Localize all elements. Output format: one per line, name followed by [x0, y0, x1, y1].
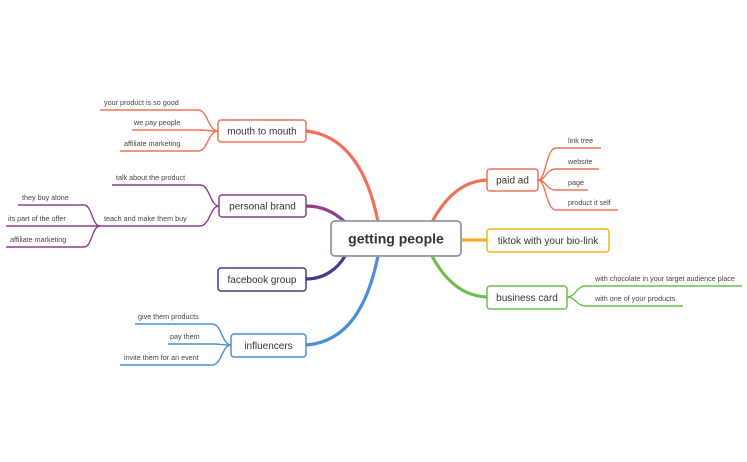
- leaf-with-chocolate: with chocolate in your target audience p…: [594, 274, 735, 283]
- node-tiktok[interactable]: tiktok with your bio-link: [486, 228, 610, 253]
- node-mouth-to-mouth-label: mouth to mouth: [227, 127, 296, 138]
- node-business-card[interactable]: business card: [486, 285, 568, 310]
- leaf-affiliate-marketing-2: affiliate marketing: [10, 235, 66, 244]
- connector-facebook-group: [305, 255, 347, 281]
- node-mouth-to-mouth[interactable]: mouth to mouth: [217, 119, 307, 143]
- paid-ad-leaves: [537, 147, 618, 211]
- leaf-invite-them-for-an-event: invite them for an event: [124, 353, 199, 362]
- node-personal-brand-label: personal brand: [229, 202, 296, 213]
- leaf-affiliate-marketing: affiliate marketing: [124, 139, 180, 148]
- connector-influencers: [305, 255, 380, 347]
- leaf-link-tree: link tree: [568, 136, 593, 145]
- leaf-your-product-is-so-good: your product is so good: [104, 98, 179, 107]
- node-facebook-group[interactable]: facebook group: [217, 267, 307, 292]
- leaf-pay-them: pay them: [170, 332, 200, 341]
- personal-brand-leaves: [6, 184, 220, 248]
- leaf-give-them-products: give them products: [138, 312, 199, 321]
- central-node-label: getting people: [348, 231, 444, 247]
- leaf-its-part-of-the-offer: its part of the offer: [8, 214, 66, 223]
- central-node[interactable]: getting people: [330, 220, 462, 257]
- connector-personal-brand: [305, 204, 347, 224]
- business-card-leaves: [566, 285, 742, 307]
- node-tiktok-label: tiktok with your bio-link: [498, 236, 600, 247]
- connector-business-card: [430, 255, 488, 299]
- node-influencers-label: influencers: [244, 341, 292, 352]
- influencers-leaves: [120, 323, 232, 366]
- connector-paid-ad: [430, 178, 488, 223]
- leaf-with-one-of-your-products: with one of your products: [594, 294, 676, 303]
- leaf-teach-and-make-them-buy: teach and make them buy: [104, 214, 187, 223]
- connector-mouth-to-mouth: [305, 129, 380, 223]
- node-influencers[interactable]: influencers: [230, 333, 307, 358]
- node-business-card-label: business card: [496, 293, 558, 304]
- node-paid-ad-label: paid ad: [496, 176, 529, 187]
- leaf-they-buy-alone: they buy alone: [22, 193, 69, 202]
- mouth-to-mouth-leaves: [100, 109, 219, 152]
- node-facebook-group-label: facebook group: [228, 275, 297, 286]
- leaf-website: website: [567, 157, 592, 166]
- leaf-talk-about-the-product: talk about the product: [116, 173, 185, 182]
- leaf-page: page: [568, 178, 584, 187]
- leaf-product-it-self: product it self: [568, 198, 611, 207]
- leaf-we-pay-people: we pay people: [133, 118, 180, 127]
- central-connectors: [305, 129, 488, 347]
- node-personal-brand[interactable]: personal brand: [218, 194, 307, 218]
- node-paid-ad[interactable]: paid ad: [486, 168, 539, 192]
